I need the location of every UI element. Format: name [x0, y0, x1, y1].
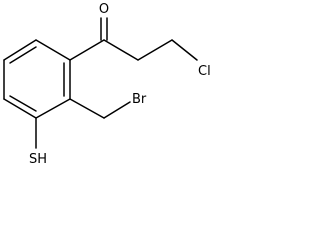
bond-carbonyl-ch2	[103, 39, 139, 61]
bromine-atom-label: Br	[132, 92, 147, 107]
ring-bond-c2-c3	[3, 39, 37, 61]
bond-ring-carbonyl	[69, 39, 105, 61]
thiol-atom-label: SH	[29, 152, 47, 167]
chloropropanoyl-chain	[69, 17, 198, 61]
chlorine-atom-label: Cl	[198, 64, 211, 79]
ring-bond-c1-c2	[35, 39, 71, 61]
molecule-structure: O Cl Br SH	[3, 2, 211, 167]
benzene-ring	[3, 39, 71, 119]
ring-bond-c5-c6	[35, 98, 71, 119]
oxygen-atom-label: O	[99, 2, 109, 17]
bromomethyl-group	[69, 98, 131, 119]
bond-ch2-cl	[171, 39, 198, 61]
ring-bond-c4-c5	[3, 98, 37, 119]
ring-double-bond-inner	[9, 95, 37, 112]
bond-ch2-ch2	[137, 39, 173, 61]
bond-ring-ch2br	[69, 98, 105, 119]
ring-double-bond-inner	[9, 46, 37, 64]
bond-ch2-br	[103, 101, 131, 119]
